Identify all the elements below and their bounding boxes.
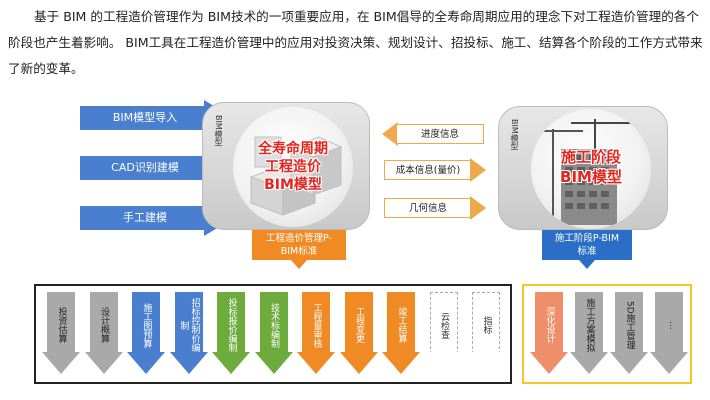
cost-stages-panel — [34, 284, 512, 384]
stage-arrow: 云检查 — [424, 292, 463, 376]
info-label: 成本信息(量价) — [384, 160, 472, 180]
stage-label: 工程变更 — [354, 307, 364, 343]
construction-title-2: BIM模型 — [560, 168, 622, 186]
standard-label-line: 施工阶段P-BIM — [554, 233, 620, 244]
stage-arrow: 5D施工管理 — [610, 292, 648, 376]
standard-label-line: BIM标准 — [280, 246, 318, 257]
input-arrow-manual: 手工建模 — [80, 200, 236, 236]
stage-label: 施工图预算 — [141, 302, 152, 348]
construction-site-image: 施工阶段 BIM模型 — [531, 109, 651, 229]
building-model-image: 全寿命周期 工程造价 BIM模型 — [233, 107, 353, 227]
stage-arrow: ··· — [650, 292, 688, 376]
crane-building-icon — [541, 119, 643, 225]
stage-arrow: 招标控制价编制 — [169, 292, 208, 376]
stage-arrow: 技术标编制 — [254, 292, 293, 376]
construction-bim-model-box: BIM模型 施工阶段 BIM模型 — [498, 106, 668, 230]
stage-arrow: 投标报价编制 — [212, 292, 250, 376]
stage-label: 指标 — [481, 316, 492, 334]
info-arrow-cost: 成本信息(量价) — [382, 158, 486, 182]
info-label: 几何信息 — [384, 198, 472, 218]
stage-arrow: 工程量审核 — [297, 292, 335, 376]
lifecycle-title-1: 全寿命周期 — [258, 141, 328, 157]
lifecycle-title-3: BIM模型 — [264, 177, 322, 193]
input-label: 手工建模 — [123, 211, 167, 224]
stage-label: 工程量审核 — [311, 302, 322, 348]
stage-label: 施工方案模拟 — [584, 298, 595, 352]
standard-label-line: 标准 — [577, 246, 597, 257]
stage-arrow: 工程变更 — [339, 292, 378, 376]
bim-side-label: BIM模型 — [510, 119, 519, 150]
bim-side-label: BIM模型 — [214, 115, 223, 146]
info-arrow-progress: 进度信息 — [382, 122, 486, 146]
stage-label: ··· — [664, 320, 675, 330]
info-label: 进度信息 — [396, 124, 484, 144]
stage-label: 5D施工管理 — [624, 300, 635, 350]
construction-stages-panel — [522, 284, 692, 384]
stage-label: 技术标编制 — [269, 302, 279, 348]
cost-management-pbim-standard: 工程造价管理P- BIM标准 — [252, 230, 346, 260]
stage-label: 云检查 — [439, 311, 449, 339]
standard-down-arrow — [579, 260, 595, 269]
standard-label-line: 工程造价管理P- — [266, 233, 332, 244]
stage-label: 招标控制价编制 — [178, 298, 200, 352]
lifecycle-bim-model-box: BIM模型 全寿命周期 工程造价 BIM模型 — [202, 102, 370, 230]
stage-label: 设计概算 — [99, 307, 109, 343]
standard-down-arrow — [291, 260, 307, 269]
building-blocks-icon — [249, 136, 343, 216]
stage-label: 投标报价编制 — [226, 298, 237, 352]
construction-pbim-standard: 施工阶段P-BIM 标准 — [542, 230, 632, 260]
input-label: BIM模型导入 — [112, 111, 178, 124]
info-arrow-geometry: 几何信息 — [382, 196, 486, 220]
stage-arrow: 施工方案模拟 — [570, 292, 608, 376]
stage-arrow: 指标 — [467, 292, 505, 376]
stage-label: 深化设计 — [544, 307, 555, 343]
lifecycle-title-2: 工程造价 — [265, 159, 321, 175]
stage-arrow: 投资估算 — [42, 292, 80, 376]
stage-arrow: 竣工结算 — [382, 292, 420, 376]
stage-arrow: 施工图预算 — [127, 292, 165, 376]
stage-arrow: 深化设计 — [530, 292, 568, 376]
input-label: CAD识别建模 — [111, 161, 179, 174]
intro-paragraph: 基于 BIM 的工程造价管理作为 BIM技术的一项重要应用，在 BIM倡导的全寿… — [8, 9, 703, 76]
stage-label: 竣工结算 — [396, 307, 407, 343]
bim-cost-management-diagram: BIM模型导入 CAD识别建模 手工建模 BIM模型 全寿命周期 工程造价 BI… — [34, 92, 698, 388]
stage-arrow: 设计概算 — [84, 292, 123, 376]
construction-title-1: 施工阶段 — [560, 148, 621, 166]
stage-label: 投资估算 — [56, 307, 67, 343]
